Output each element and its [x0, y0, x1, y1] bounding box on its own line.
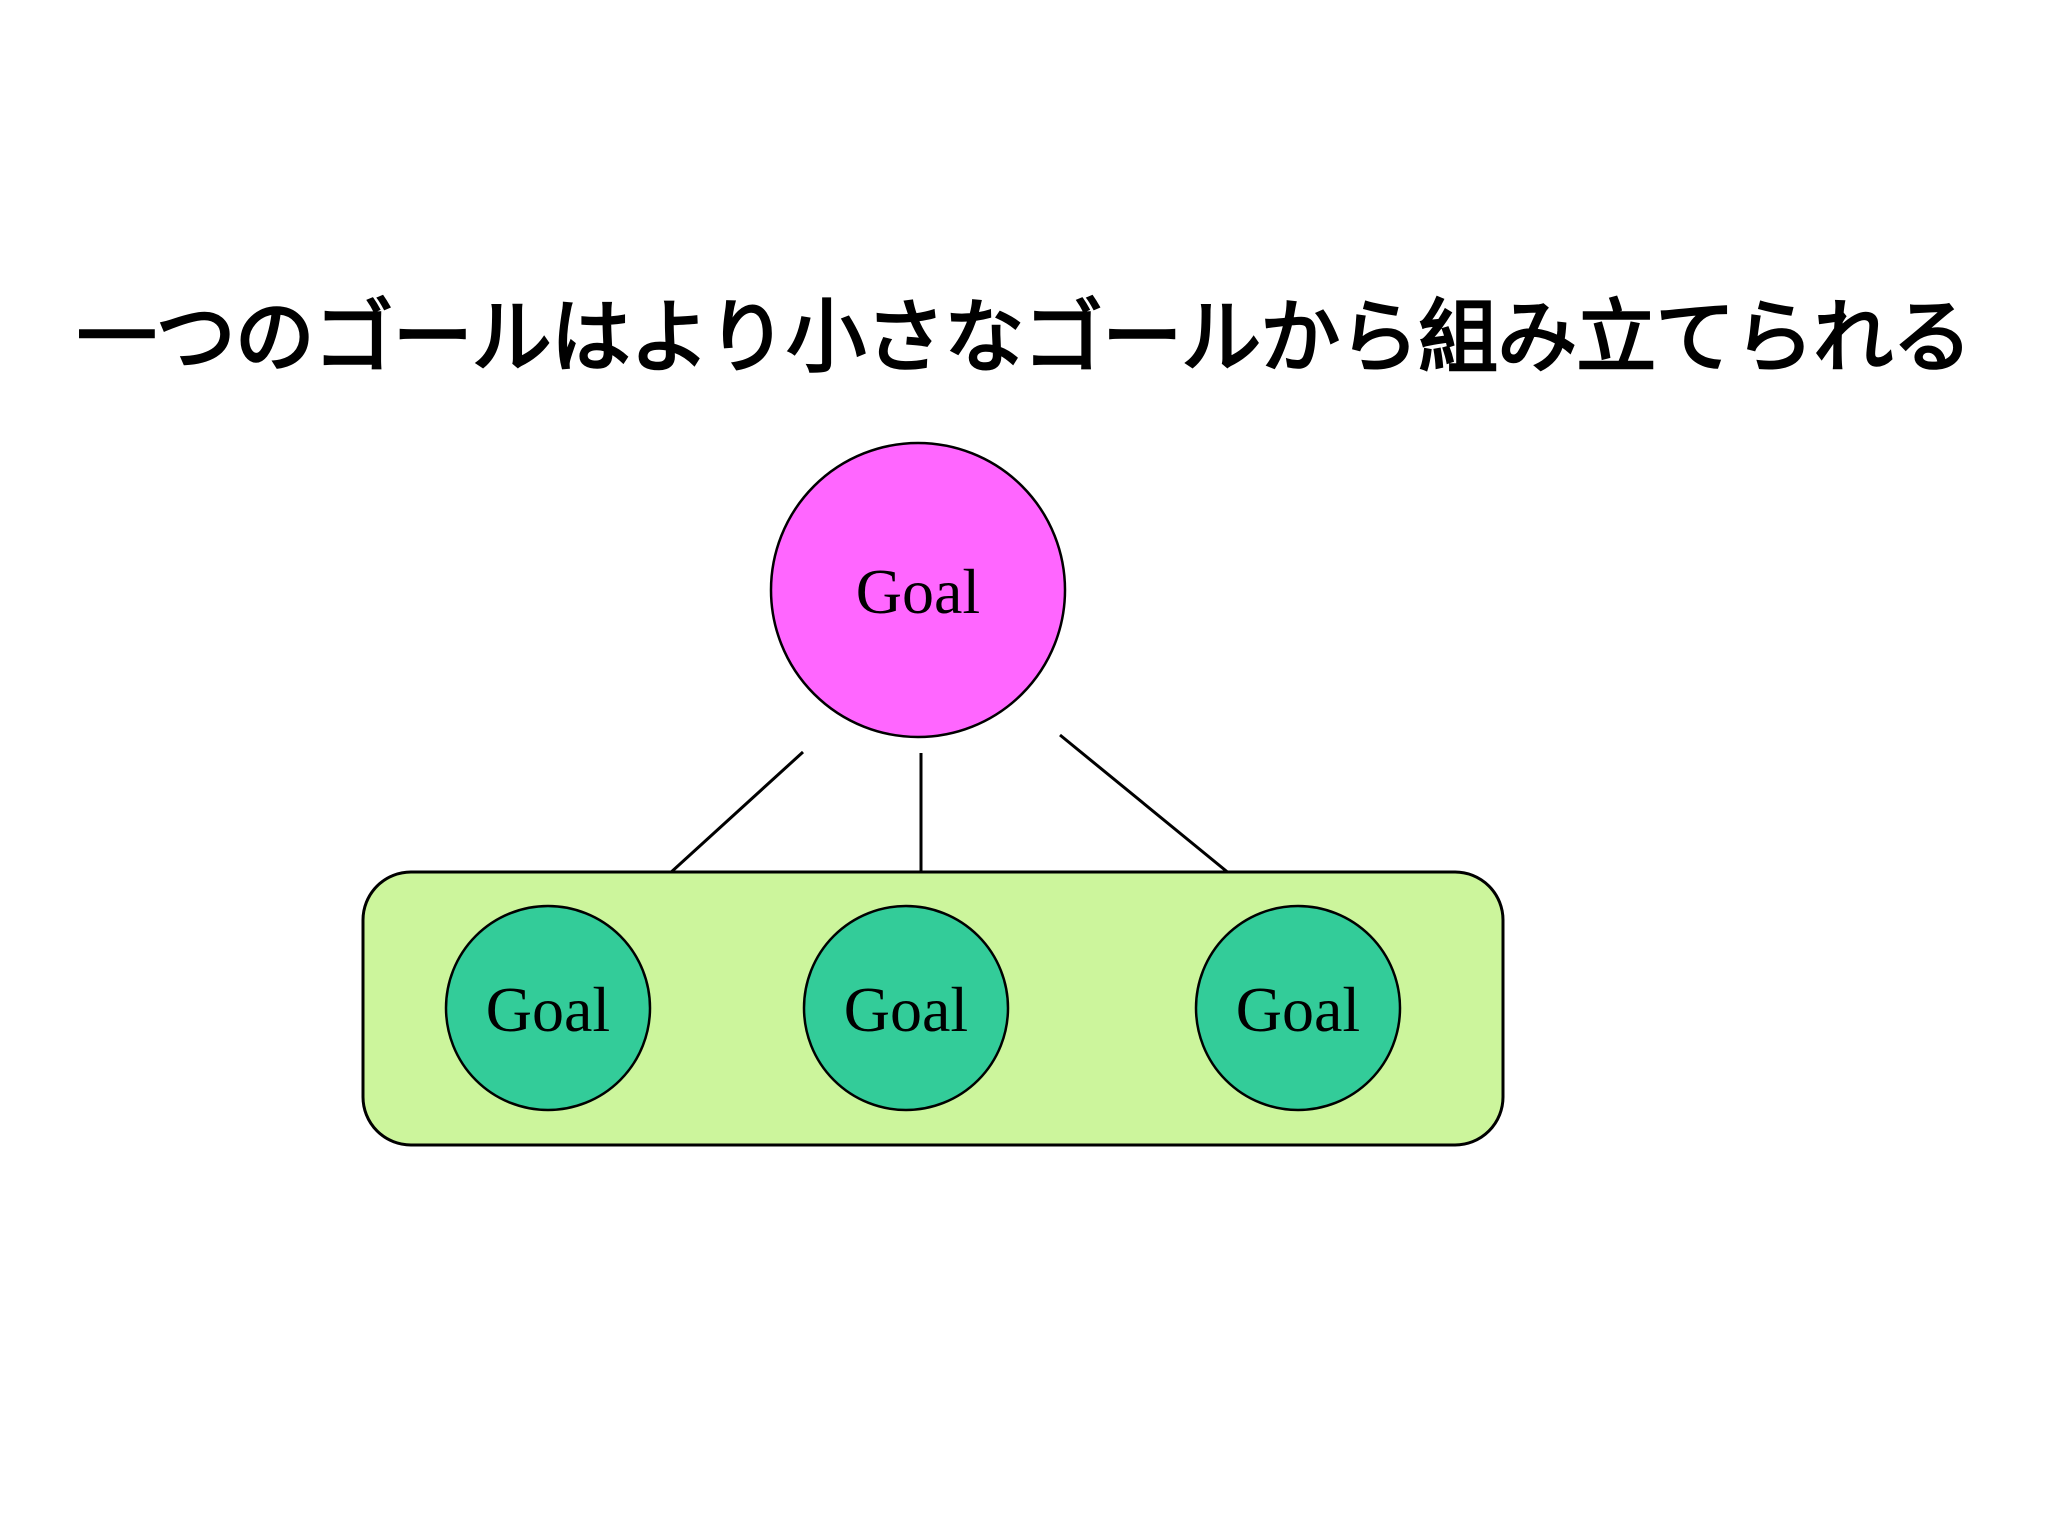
- subgoal-circle-3: [1194, 904, 1402, 1112]
- subgoal-label-2: Goal: [844, 974, 968, 1045]
- subgoal-label-3: Goal: [1236, 974, 1360, 1045]
- connector-line-right: [1059, 733, 1248, 890]
- subgoal-circle-1: [444, 904, 652, 1112]
- root-goal-label: Goal: [856, 556, 980, 627]
- root-goal-circle: [769, 441, 1067, 739]
- subgoal-label-1: Goal: [486, 974, 610, 1045]
- subgoal-circle-2: [802, 904, 1010, 1112]
- slide-title: 一つのゴールはより小さなゴールから組み立てられる: [76, 293, 1972, 382]
